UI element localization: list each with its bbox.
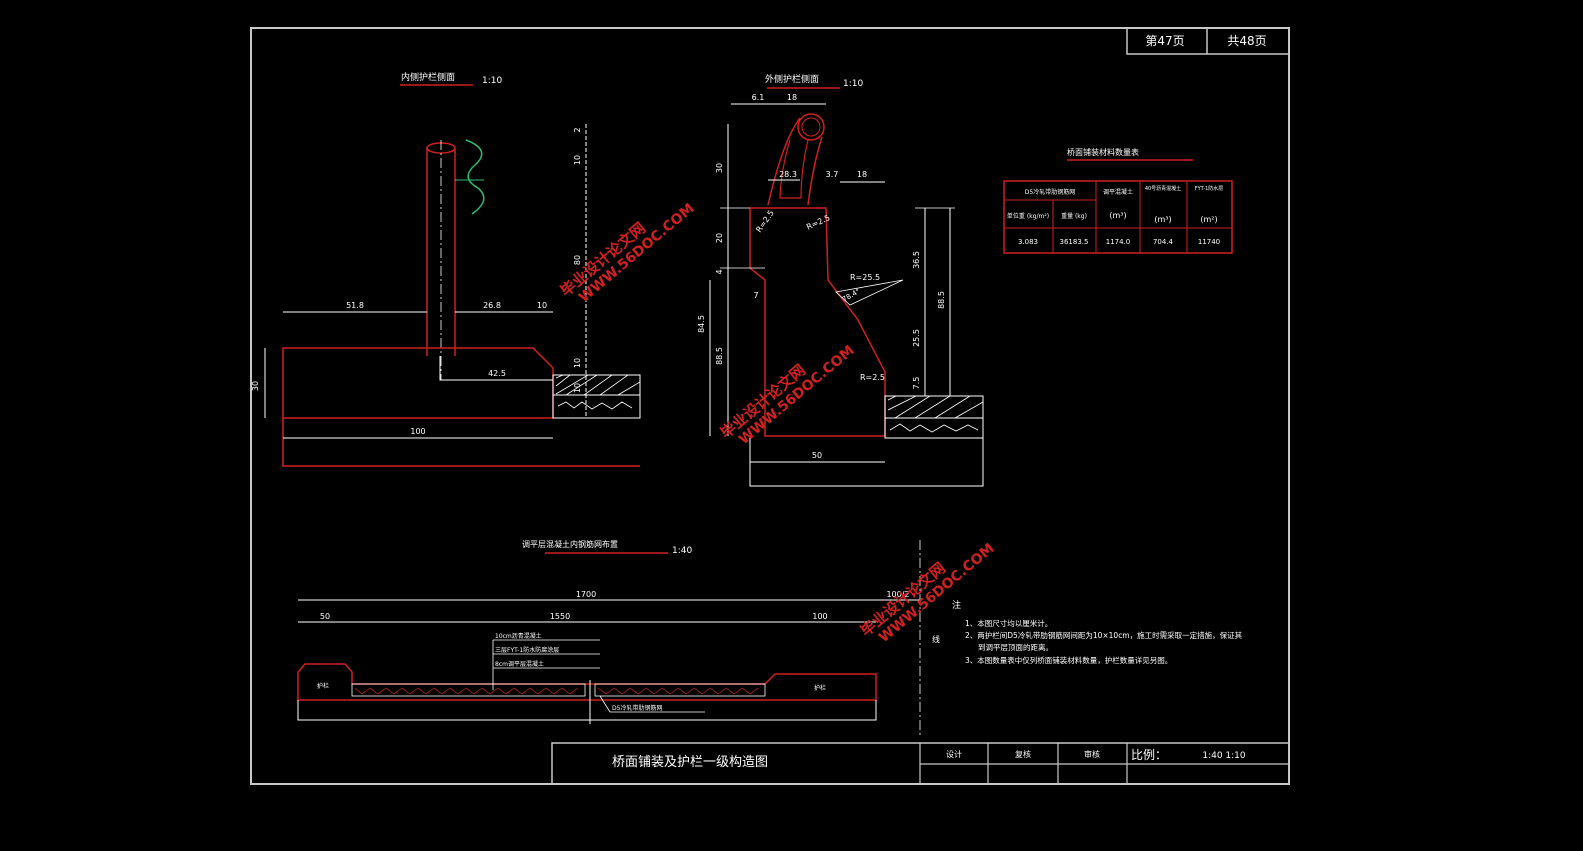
outer-view-scale: 1:10	[843, 79, 863, 89]
qty-h1-concrete: 调平混凝土	[1103, 188, 1133, 196]
note-2-cont: 到调平层顶面的距离。	[978, 642, 1053, 652]
outer-dim-h1: 30	[715, 163, 724, 173]
deck-dim-d3: 100	[812, 612, 827, 621]
deck-dim-d2: 1550	[550, 612, 570, 621]
outer-dim-rh4: 7.5	[912, 377, 921, 390]
inner-dim-w1: 51.8	[346, 301, 364, 310]
deck-layer-3: 8cm调平层混凝土	[495, 660, 544, 668]
inner-dim-w2: 26.8	[483, 301, 501, 310]
deck-layer-2: 三层FYT-1防水防腐涂层	[495, 646, 559, 654]
inner-dim-inner: 42.5	[488, 369, 506, 378]
page-box	[1126, 27, 1290, 55]
qty-table-title: 桥面铺装材料数量表	[1067, 147, 1139, 157]
deck-dim-d4: 100/2	[886, 590, 909, 599]
outer-radius-2: R=2.5	[805, 213, 831, 232]
qty-h2-weight: 重量 (kg)	[1061, 212, 1087, 220]
inner-guardrail-view: 内侧护栏侧面 1:10 51.8 26.8 10 42.5 100 30 2	[251, 71, 641, 467]
outer-dim-top2: 18	[787, 93, 797, 102]
inner-dim-v5: 10	[573, 383, 582, 393]
qty-cell-unit-weight: 3.083	[1018, 238, 1038, 246]
outer-dim-rail: 28.3	[779, 170, 797, 179]
tb-scale-label: 比例：	[1131, 748, 1167, 762]
qty-h2-m3a: (m³)	[1109, 211, 1126, 220]
watermark-1: 毕业设计论文网 WWW.56DOC.COM	[557, 201, 698, 307]
outer-dim-h3: 4	[715, 269, 724, 274]
qty-cell-concrete: 1174.0	[1106, 238, 1131, 246]
inner-dim-h: 30	[251, 381, 260, 391]
qty-h2-unit: 单位重 (kg/m²)	[1007, 212, 1049, 220]
deck-dim-total: 1700	[576, 590, 596, 599]
outer-dim-h2: 20	[715, 233, 724, 243]
outer-dim-base: 50	[812, 451, 822, 460]
quantity-table: 桥面铺装材料数量表 D5冷轧带肋钢筋网 调平混凝土 40号沥青混凝土 FYT-1…	[1003, 147, 1233, 254]
deck-mesh-label: D5冷轧带肋钢筋网	[612, 704, 662, 712]
outer-dim-rh1: 36.5	[912, 251, 921, 269]
outer-radius-1: R=2.5	[754, 209, 776, 235]
note-2: 2、两护栏间D5冷轧带肋钢筋网间距为10×10cm，施工时需采取一定措施，保证其	[965, 630, 1243, 640]
title-block: 桥面铺装及护栏一级构造图 设计 复核 审核 比例： 1:40 1:10	[551, 742, 1290, 785]
tb-scale-value: 1:40 1:10	[1202, 751, 1246, 761]
deck-layer-1: 10cm沥青混凝土	[495, 632, 542, 640]
deck-section-view: 调平层混凝土内钢筋网布置 1:40 1700 50 1550 100 100/2…	[297, 539, 940, 735]
tb-check-label: 审核	[1084, 749, 1100, 759]
outer-dim-h4: 84.5	[697, 315, 706, 333]
watermark-1-line2: WWW.56DOC.COM	[576, 201, 698, 307]
qty-h2-m3b: (m³)	[1154, 215, 1171, 224]
qty-cell-asphalt: 704.4	[1153, 238, 1174, 246]
note-3: 3、本图数量表中仅列桥面铺装材料数量，护栏数量详见另图。	[965, 655, 1172, 665]
outer-dim-top1: 6.1	[752, 93, 765, 102]
page-total: 共48页	[1227, 34, 1266, 48]
qty-h1-asphalt: 40号沥青混凝土	[1145, 185, 1181, 192]
outer-dim-notch: 7	[753, 291, 758, 300]
watermark-2-line2: WWW.56DOC.COM	[736, 343, 858, 449]
outer-dim-side: 18	[857, 170, 867, 179]
deck-right-label: 护栏	[814, 684, 826, 692]
deck-view-scale: 1:40	[672, 546, 692, 556]
inner-dim-v1: 2	[573, 127, 582, 132]
deck-left-label: 护栏	[317, 682, 329, 690]
inner-view-title: 内侧护栏侧面	[401, 71, 455, 83]
drawing-title: 桥面铺装及护栏一级构造图	[612, 755, 768, 770]
inner-dim-v2: 10	[573, 155, 582, 165]
deck-dim-d1: 50	[320, 612, 330, 621]
notes-block: 注 1、本图尺寸均以厘米计。 2、两护栏间D5冷轧带肋钢筋网间距为10×10cm…	[952, 599, 1243, 665]
outer-view-title: 外侧护栏侧面	[765, 73, 819, 85]
outer-radius-3: R=25.5	[850, 273, 880, 282]
watermarks: 毕业设计论文网 WWW.56DOC.COM 毕业设计论文网 WWW.56DOC.…	[557, 201, 998, 647]
note-1: 1、本图尺寸均以厘米计。	[965, 618, 1052, 628]
qty-h1-waterproof: FYT-1防水层	[1195, 185, 1224, 192]
page-current: 第47页	[1145, 34, 1184, 48]
inner-dim-w3: 10	[537, 301, 547, 310]
qty-h2-m2: (m²)	[1200, 215, 1217, 224]
inner-dim-base: 100	[410, 427, 425, 436]
deck-view-title: 调平层混凝土内钢筋网布置	[522, 539, 618, 549]
inner-view-scale: 1:10	[482, 76, 502, 86]
qty-cell-total-weight: 36183.5	[1060, 238, 1089, 246]
qty-h1-mesh: D5冷轧带肋钢筋网	[1025, 188, 1075, 196]
outer-dim-h5: 88.5	[715, 347, 724, 365]
tb-design-label: 设计	[946, 749, 962, 759]
tb-review-label: 复核	[1015, 749, 1031, 759]
qty-cell-waterproof: 11740	[1198, 238, 1220, 246]
inner-dim-v4: 10	[573, 358, 582, 368]
outer-dim-rh3: 25.5	[912, 329, 921, 347]
notes-heading: 注	[952, 599, 961, 611]
inner-dim-v3: 80	[573, 255, 582, 265]
outer-radius-4: R=2.5	[860, 373, 885, 382]
outer-dim-rh2: 88.5	[937, 291, 946, 309]
outer-dim-gap: 3.7	[826, 170, 839, 179]
deck-center-label: 线	[932, 634, 940, 644]
